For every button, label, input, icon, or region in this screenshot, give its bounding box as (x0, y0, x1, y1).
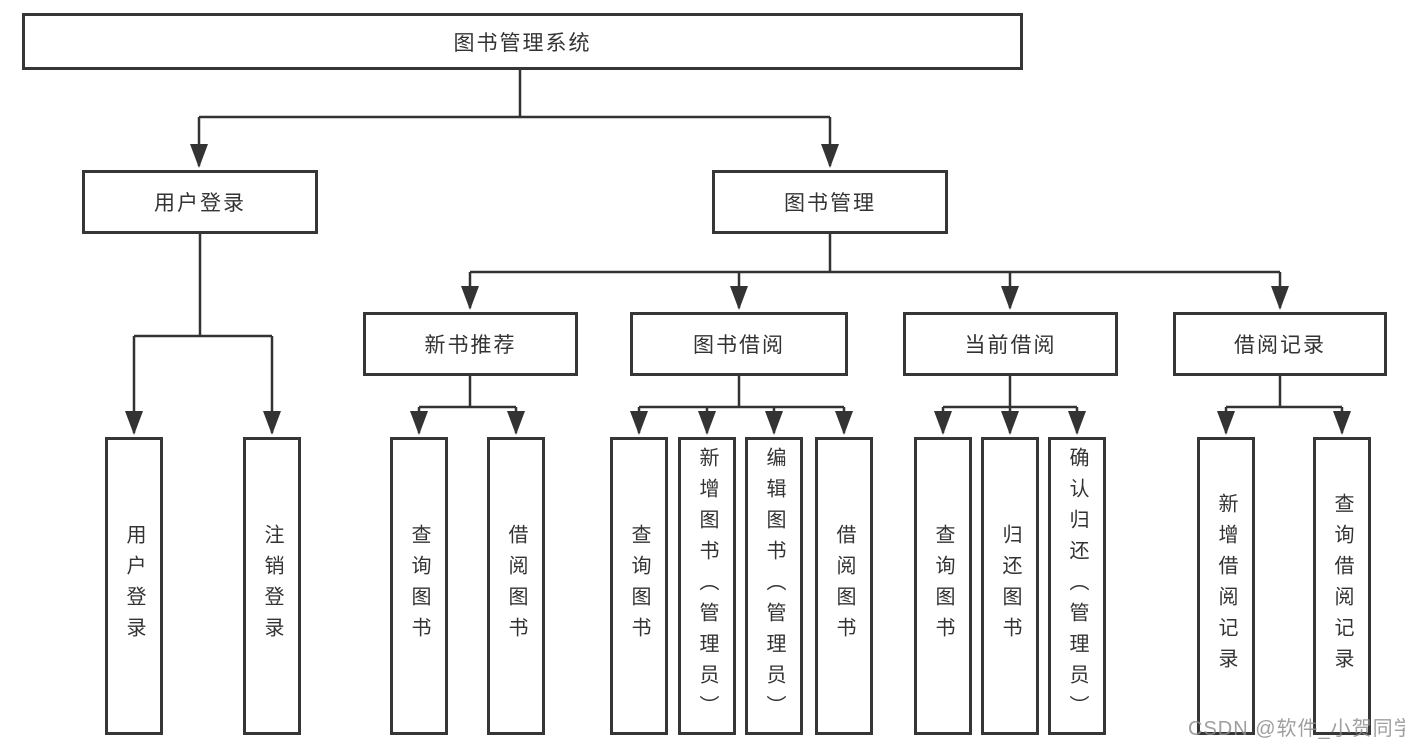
node-new-book-recommend: 新书推荐 (363, 312, 578, 376)
connector-arrows (125, 117, 1351, 435)
leaf-current-query-books: 查询图书 (914, 437, 972, 735)
node-system-root: 图书管理系统 (22, 13, 1023, 70)
connector-elbows (134, 70, 1342, 409)
leaf-records-add-record: 新增借阅记录 (1197, 437, 1255, 735)
node-book-management: 图书管理 (712, 170, 948, 234)
leaf-current-confirm-return-admin: 确认归还（管理员） (1048, 437, 1106, 735)
leaf-borrow-edit-books-admin: 编辑图书（管理员） (745, 437, 803, 735)
leaf-newbook-borrow-books: 借阅图书 (487, 437, 545, 735)
leaf-user-login: 用户登录 (105, 437, 163, 735)
leaf-current-return-books: 归还图书 (981, 437, 1039, 735)
node-borrowing-records: 借阅记录 (1173, 312, 1387, 376)
leaf-records-query-record: 查询借阅记录 (1313, 437, 1371, 735)
node-user-login: 用户登录 (82, 170, 318, 234)
csdn-watermark: CSDN @软件_小贺同学 (1188, 718, 1405, 740)
leaf-borrow-borrow-books: 借阅图书 (815, 437, 873, 735)
leaf-logout: 注销登录 (243, 437, 301, 735)
leaf-newbook-query-books: 查询图书 (390, 437, 448, 735)
node-book-borrowing: 图书借阅 (630, 312, 848, 376)
leaf-borrow-query-books: 查询图书 (610, 437, 668, 735)
leaf-borrow-add-books-admin: 新增图书（管理员） (678, 437, 736, 735)
node-current-borrowing: 当前借阅 (903, 312, 1118, 376)
